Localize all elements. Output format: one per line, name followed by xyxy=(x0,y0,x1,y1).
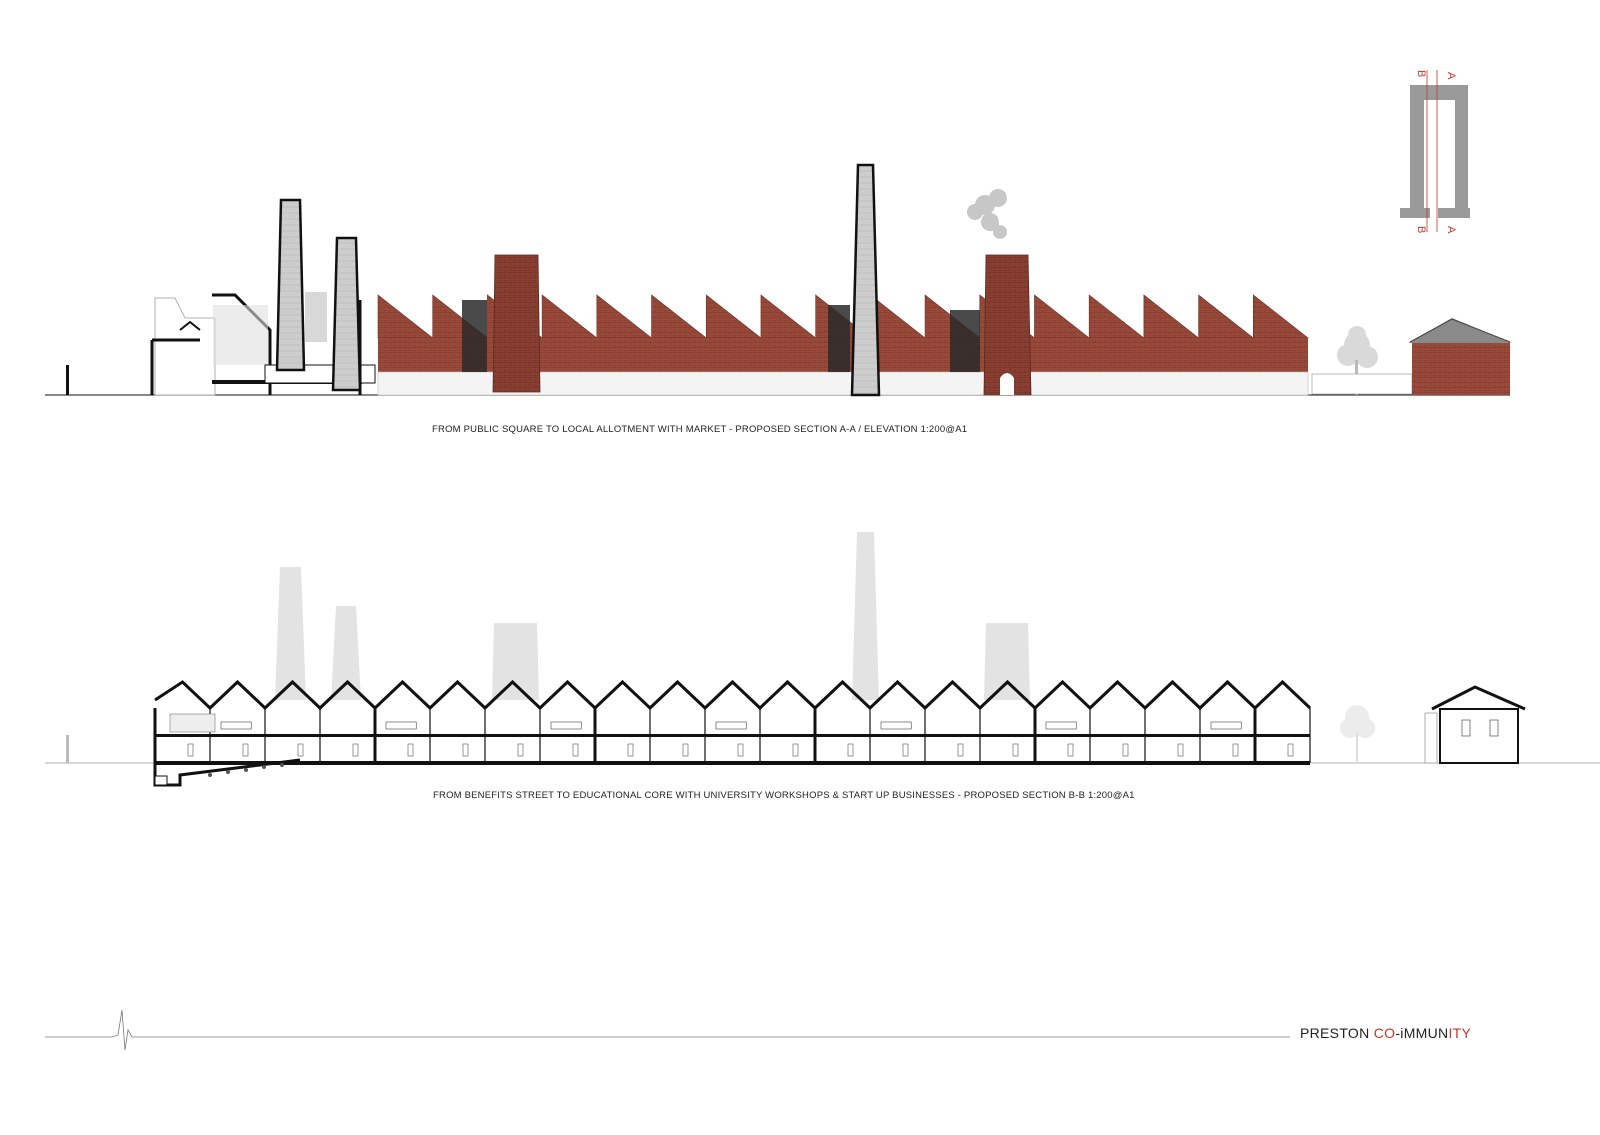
brand-part-1: PRESTON xyxy=(1300,1025,1374,1041)
sawtooth-tooth xyxy=(1198,294,1255,339)
brand-part-2: CO xyxy=(1373,1025,1396,1041)
workbench xyxy=(385,721,417,730)
door xyxy=(957,743,964,757)
door xyxy=(1012,743,1019,757)
section-a-static xyxy=(45,163,1512,397)
door xyxy=(902,743,909,757)
sawtooth-tooth xyxy=(1088,294,1145,339)
door xyxy=(1177,743,1184,757)
sawtooth-tooth xyxy=(1143,294,1200,339)
door xyxy=(792,743,799,757)
key-plan: A B A B xyxy=(1400,70,1470,234)
brand-part-3: -iMMUN xyxy=(1395,1025,1449,1041)
door xyxy=(242,743,249,757)
cut-b-label-top: B xyxy=(1415,70,1427,77)
workbench xyxy=(880,721,912,730)
sawtooth-tooth xyxy=(651,294,708,339)
cut-b-label-bottom: B xyxy=(1415,226,1427,233)
sawtooth-tooth xyxy=(377,294,434,339)
workbench xyxy=(715,721,747,730)
door xyxy=(682,743,689,757)
ghost-chimneys xyxy=(275,532,1030,700)
sawtooth-tooth xyxy=(1034,294,1091,339)
workbench xyxy=(1210,721,1242,730)
sawtooth-tooth xyxy=(760,294,817,339)
door xyxy=(187,743,194,757)
door xyxy=(1122,743,1129,757)
door xyxy=(627,743,634,757)
project-title: PRESTON CO-iMMUNITY xyxy=(1300,1025,1471,1041)
roof-profile xyxy=(154,679,1312,711)
section-a-elevation xyxy=(45,163,1512,397)
brand-part-4: ITY xyxy=(1448,1025,1472,1041)
door xyxy=(352,743,359,757)
gable-roof-section xyxy=(153,679,1312,763)
cut-a-label-bottom: A xyxy=(1445,226,1457,234)
door xyxy=(572,743,579,757)
sawtooth-tooth xyxy=(705,294,762,339)
section-b-static xyxy=(45,685,1600,787)
cut-a-label-top: A xyxy=(1445,72,1457,80)
sawtooth-tooth xyxy=(596,294,653,339)
section-b-drawing xyxy=(45,532,1600,787)
title-bar xyxy=(45,1009,1290,1051)
workbench xyxy=(220,721,252,730)
door xyxy=(1232,743,1239,757)
section-b-caption: FROM BENEFITS STREET TO EDUCATIONAL CORE… xyxy=(433,790,1135,801)
tree xyxy=(1337,326,1378,395)
smoke xyxy=(967,189,1007,239)
section-a-caption: FROM PUBLIC SQUARE TO LOCAL ALLOTMENT WI… xyxy=(432,424,968,435)
door xyxy=(847,743,854,757)
door xyxy=(517,743,524,757)
door xyxy=(407,743,414,757)
door xyxy=(462,743,469,757)
door xyxy=(737,743,744,757)
workbench xyxy=(1045,721,1077,730)
pulse-line xyxy=(45,1009,1290,1051)
workbench xyxy=(550,721,582,730)
sawtooth-tooth xyxy=(1252,294,1309,339)
door xyxy=(1067,743,1074,757)
door xyxy=(297,743,304,757)
sawtooth-tooth xyxy=(541,294,598,339)
door xyxy=(1287,743,1294,757)
